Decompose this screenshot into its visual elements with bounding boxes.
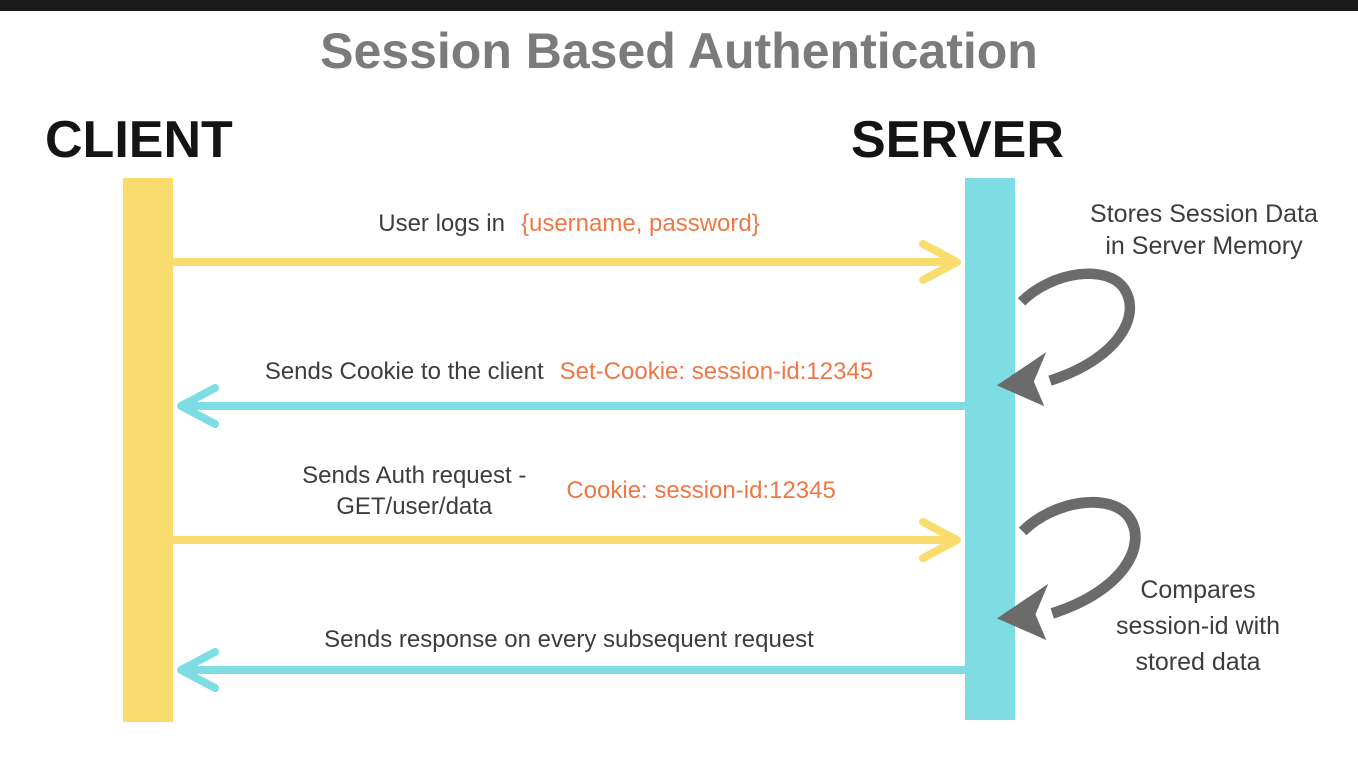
compare-session-annotation: Compares session-id with stored data	[1060, 572, 1336, 680]
compare-session-line3: stored data	[1135, 648, 1261, 676]
message-arrow-right-3	[173, 518, 961, 562]
loop-arrow-icon	[996, 496, 1141, 641]
server-actor-label: SERVER	[851, 111, 1064, 169]
client-actor-label: CLIENT	[45, 111, 233, 169]
message-3-text: Sends Auth request - GET/user/data	[302, 460, 526, 522]
message-arrow-right-1	[173, 240, 961, 284]
loop-arrow-icon	[996, 268, 1136, 407]
top-black-strip	[0, 0, 1358, 11]
message-1-label: User logs in {username, password}	[173, 210, 965, 238]
message-3-text-line2: GET/user/data	[336, 493, 493, 520]
message-2-label: Sends Cookie to the client Set-Cookie: se…	[173, 358, 965, 386]
message-arrow-left-2	[177, 384, 965, 428]
compare-session-line2: session-id with	[1116, 612, 1280, 640]
store-session-annotation: Stores Session Data in Server Memory	[1068, 198, 1340, 262]
server-lifeline-bar	[965, 178, 1015, 720]
message-3-text-line1: Sends Auth request -	[302, 462, 527, 489]
message-arrow-left-4	[177, 648, 965, 692]
message-2-text: Sends Cookie to the client	[264, 358, 544, 385]
message-3-label: Sends Auth request - GET/user/data Cooki…	[173, 460, 965, 522]
store-session-line1: Stores Session Data	[1090, 200, 1318, 228]
message-1-text: User logs in	[378, 210, 505, 237]
compare-session-line1: Compares	[1140, 576, 1256, 604]
message-2-payload: Set-Cookie: session-id:12345	[559, 358, 874, 385]
client-lifeline-bar	[123, 178, 173, 722]
message-1-payload: {username, password}	[520, 210, 760, 237]
store-session-line2: in Server Memory	[1105, 232, 1303, 260]
diagram-title: Session Based Authentication	[320, 23, 1038, 79]
message-3-payload: Cookie: session-id:12345	[566, 477, 836, 504]
message-4-label: Sends response on every subsequent reque…	[324, 626, 814, 653]
